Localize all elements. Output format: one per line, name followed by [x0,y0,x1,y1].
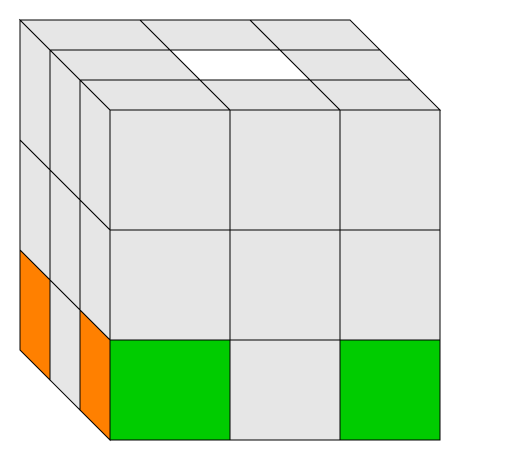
cube-left-face [19,18,111,442]
front-sticker-r3-c1 [109,339,231,441]
front-sticker-r1-c3 [339,109,441,231]
cube-front-face [109,109,441,441]
front-sticker-r3-c3 [339,339,441,441]
front-sticker-r1-c1 [109,109,231,231]
cube-top-face [18,19,442,111]
front-sticker-r2-c3 [339,229,441,341]
front-sticker-r2-c1 [109,229,231,341]
front-sticker-r3-c2 [229,339,341,441]
front-sticker-r2-c2 [229,229,341,341]
front-sticker-r1-c2 [229,109,341,231]
